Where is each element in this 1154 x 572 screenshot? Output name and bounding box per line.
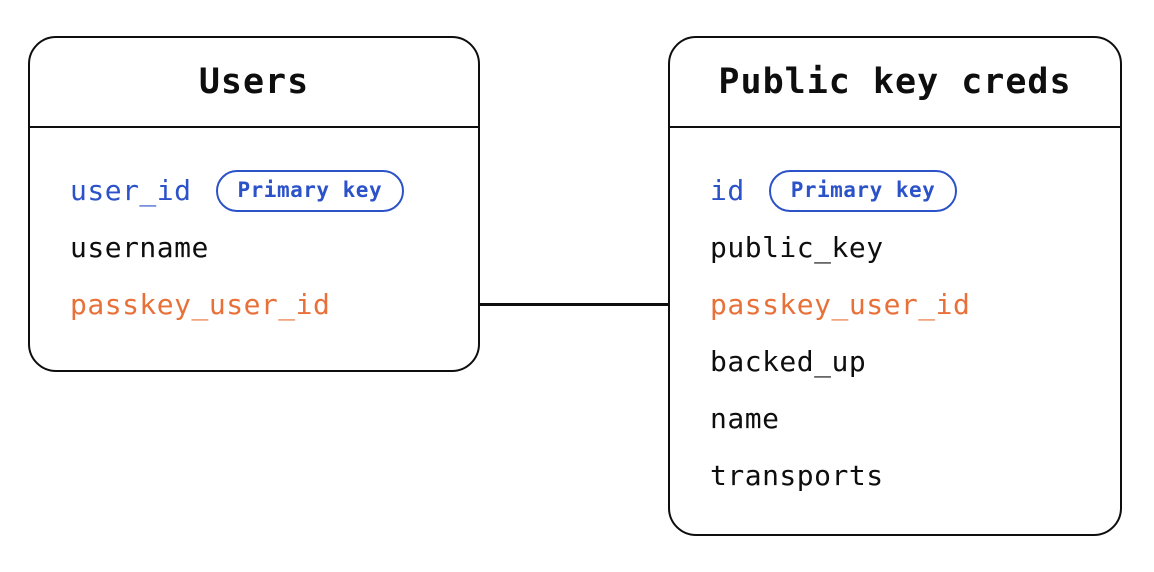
users-table-header: Users <box>30 38 478 128</box>
field-name: name <box>710 402 780 435</box>
field-name: username <box>70 231 209 264</box>
field-row-passkey_user_id: passkey_user_id <box>710 276 1100 333</box>
field-name: public_key <box>710 231 884 264</box>
field-row-name: name <box>710 390 1100 447</box>
field-name: transports <box>710 459 884 492</box>
primary-key-badge: Primary key <box>768 169 958 212</box>
field-name: passkey_user_id <box>710 288 971 321</box>
field-row-transports: transports <box>710 447 1100 504</box>
field-row-username: username <box>70 219 458 276</box>
field-name: backed_up <box>710 345 867 378</box>
field-row-backed_up: backed_up <box>710 333 1100 390</box>
users-table-title: Users <box>198 62 310 102</box>
field-name: passkey_user_id <box>70 288 331 321</box>
field-name: user_id <box>70 174 192 207</box>
field-row-passkey_user_id: passkey_user_id <box>70 276 458 333</box>
public-key-creds-table: Public key creds id Primary key public_key… <box>668 36 1122 536</box>
public-key-creds-table-title: Public key creds <box>718 62 1072 102</box>
field-name: id <box>710 174 745 207</box>
field-row-user_id: user_id Primary key <box>70 162 458 219</box>
field-row-public_key: public_key <box>710 219 1100 276</box>
field-row-id: id Primary key <box>710 162 1100 219</box>
primary-key-badge: Primary key <box>215 169 405 212</box>
relationship-connector-line <box>478 303 670 306</box>
public-key-creds-table-header: Public key creds <box>670 38 1120 128</box>
